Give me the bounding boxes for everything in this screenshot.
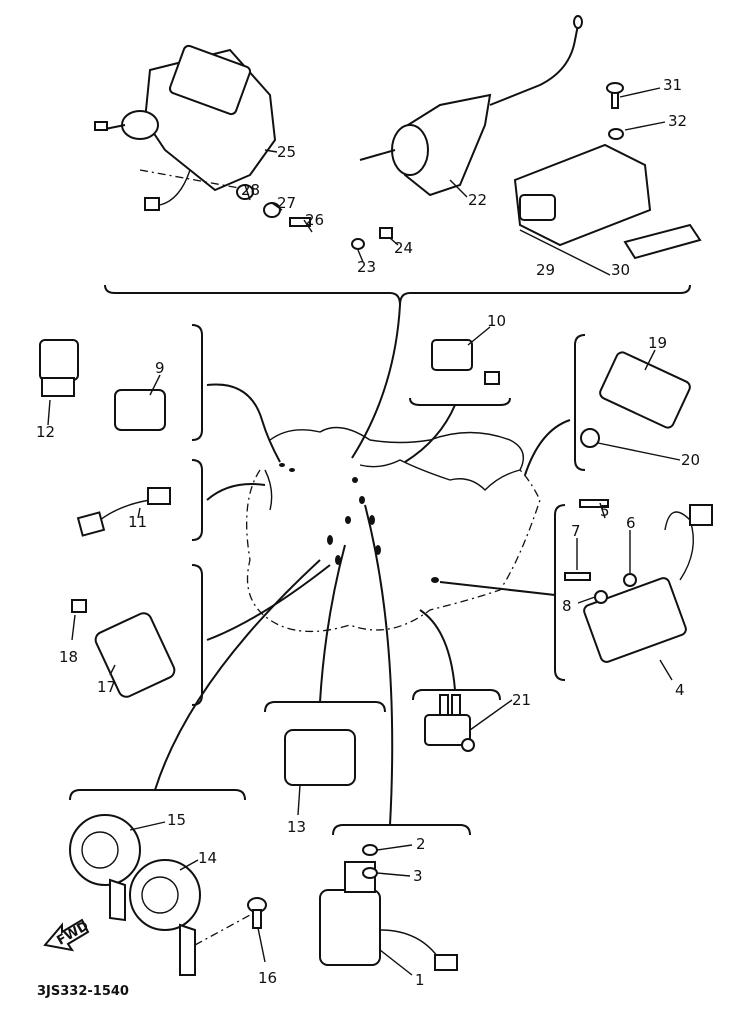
callout-30: 30 xyxy=(611,261,630,279)
callout-18: 18 xyxy=(59,648,78,666)
part-12-relay xyxy=(39,339,79,397)
callout-27: 27 xyxy=(277,194,296,212)
callout-16: 16 xyxy=(258,969,277,987)
callout-3: 3 xyxy=(413,867,423,885)
part-17-reflector xyxy=(71,599,176,698)
callout-leaders xyxy=(47,87,681,976)
part-11-sensor xyxy=(76,487,171,537)
callout-11: 11 xyxy=(128,513,147,531)
callout-7: 7 xyxy=(571,522,581,540)
callout-6: 6 xyxy=(626,514,636,532)
part-9-switch xyxy=(114,389,166,431)
callout-9: 9 xyxy=(155,359,165,377)
part-16-bolt xyxy=(194,897,267,946)
callout-21: 21 xyxy=(512,691,531,709)
callout-4: 4 xyxy=(675,681,685,699)
callout-14: 14 xyxy=(198,849,217,867)
callout-2: 2 xyxy=(416,835,426,853)
part-19-reflector xyxy=(580,351,691,448)
callout-25: 25 xyxy=(277,143,296,161)
callout-26: 26 xyxy=(305,211,324,229)
callout-20: 20 xyxy=(681,451,700,469)
part-15-horn xyxy=(69,814,141,886)
callout-10: 10 xyxy=(487,312,506,330)
part-10-sensor xyxy=(431,339,500,385)
part-14-horn xyxy=(109,859,201,976)
callout-13: 13 xyxy=(287,818,306,836)
callout-28: 28 xyxy=(241,181,260,199)
callout-29: 29 xyxy=(536,261,555,279)
part-22-actuator xyxy=(351,15,583,250)
part-1-starter-relay xyxy=(319,844,458,971)
part-13-relay xyxy=(284,729,356,786)
forward-direction-arrow: FWD xyxy=(43,918,92,952)
part-25-motor xyxy=(94,44,277,211)
callout-19: 19 xyxy=(648,334,667,352)
fwd-label: FWD xyxy=(54,919,91,949)
part-4-rectifier xyxy=(564,499,713,663)
callout-24: 24 xyxy=(394,239,413,257)
callout-12: 12 xyxy=(36,423,55,441)
callout-23: 23 xyxy=(357,258,376,276)
callout-8: 8 xyxy=(562,597,572,615)
callout-31: 31 xyxy=(663,76,682,94)
callout-15: 15 xyxy=(167,811,186,829)
callout-labels: 1 2 3 4 5 6 7 8 9 10 11 12 13 14 15 16 1… xyxy=(36,76,700,989)
frame-outline xyxy=(246,426,541,633)
callout-17: 17 xyxy=(97,678,116,696)
diagram-code: 3JS332-1540 xyxy=(37,984,129,999)
leader-arrows xyxy=(154,304,571,826)
callout-1: 1 xyxy=(415,971,425,989)
callout-32: 32 xyxy=(668,112,687,130)
callout-5: 5 xyxy=(600,502,610,520)
part-21-fuse-holder xyxy=(424,694,475,752)
callout-22: 22 xyxy=(468,191,487,209)
part-29-cdi-unit xyxy=(513,82,702,276)
